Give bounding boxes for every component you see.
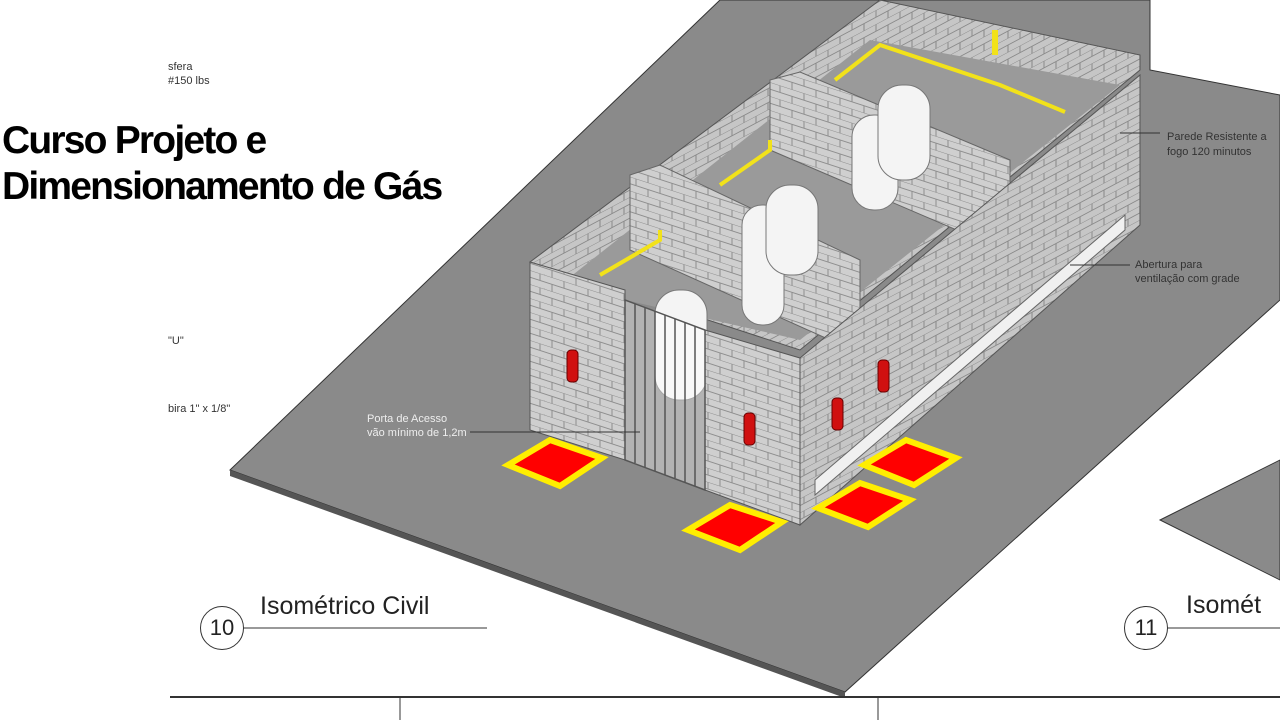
note-porta-1: Porta de Acesso — [367, 413, 448, 425]
gas-cylinders — [654, 84, 931, 401]
note-porta-2: vão mínimo de 1,2m — [367, 427, 467, 439]
gas-pipe — [833, 42, 1066, 114]
fire-extinguishers — [566, 349, 890, 446]
drawing-number-11: 11 — [1124, 606, 1168, 650]
gas-pipe — [598, 230, 662, 277]
note-u: "U" — [168, 335, 184, 347]
note-abertura-1: Abertura para — [1135, 259, 1203, 271]
extinguisher-floor-pads — [501, 436, 963, 554]
gas-pipe — [718, 140, 772, 187]
floor-slab-2 — [1158, 459, 1280, 581]
floor-slab-edge — [230, 470, 845, 698]
leader-lines — [470, 132, 1160, 433]
sheet-lines — [170, 627, 1280, 720]
ventilation-opening — [814, 213, 1126, 497]
note-parede-2: fogo 120 minutos — [1167, 146, 1252, 158]
note-bira: bira 1" x 1/8" — [168, 403, 231, 415]
drawing-number-10: 10 — [200, 606, 244, 650]
page-title: Curso Projeto e Dimensionamento de Gás — [2, 118, 443, 210]
drawing-caption-10: Isométrico Civil — [260, 592, 430, 620]
title-line-1: Curso Projeto e — [2, 119, 267, 162]
title-line-2: Dimensionamento de Gás — [2, 165, 443, 208]
drawing-caption-11: Isomét — [1186, 591, 1262, 619]
side-wall — [799, 73, 1141, 527]
access-gate — [624, 298, 706, 492]
note-esfera: sfera — [168, 61, 193, 73]
note-lbs: #150 lbs — [168, 75, 210, 87]
note-abertura-2: ventilação com grade — [1135, 273, 1240, 285]
note-parede-1: Parede Resistente a — [1167, 131, 1267, 143]
